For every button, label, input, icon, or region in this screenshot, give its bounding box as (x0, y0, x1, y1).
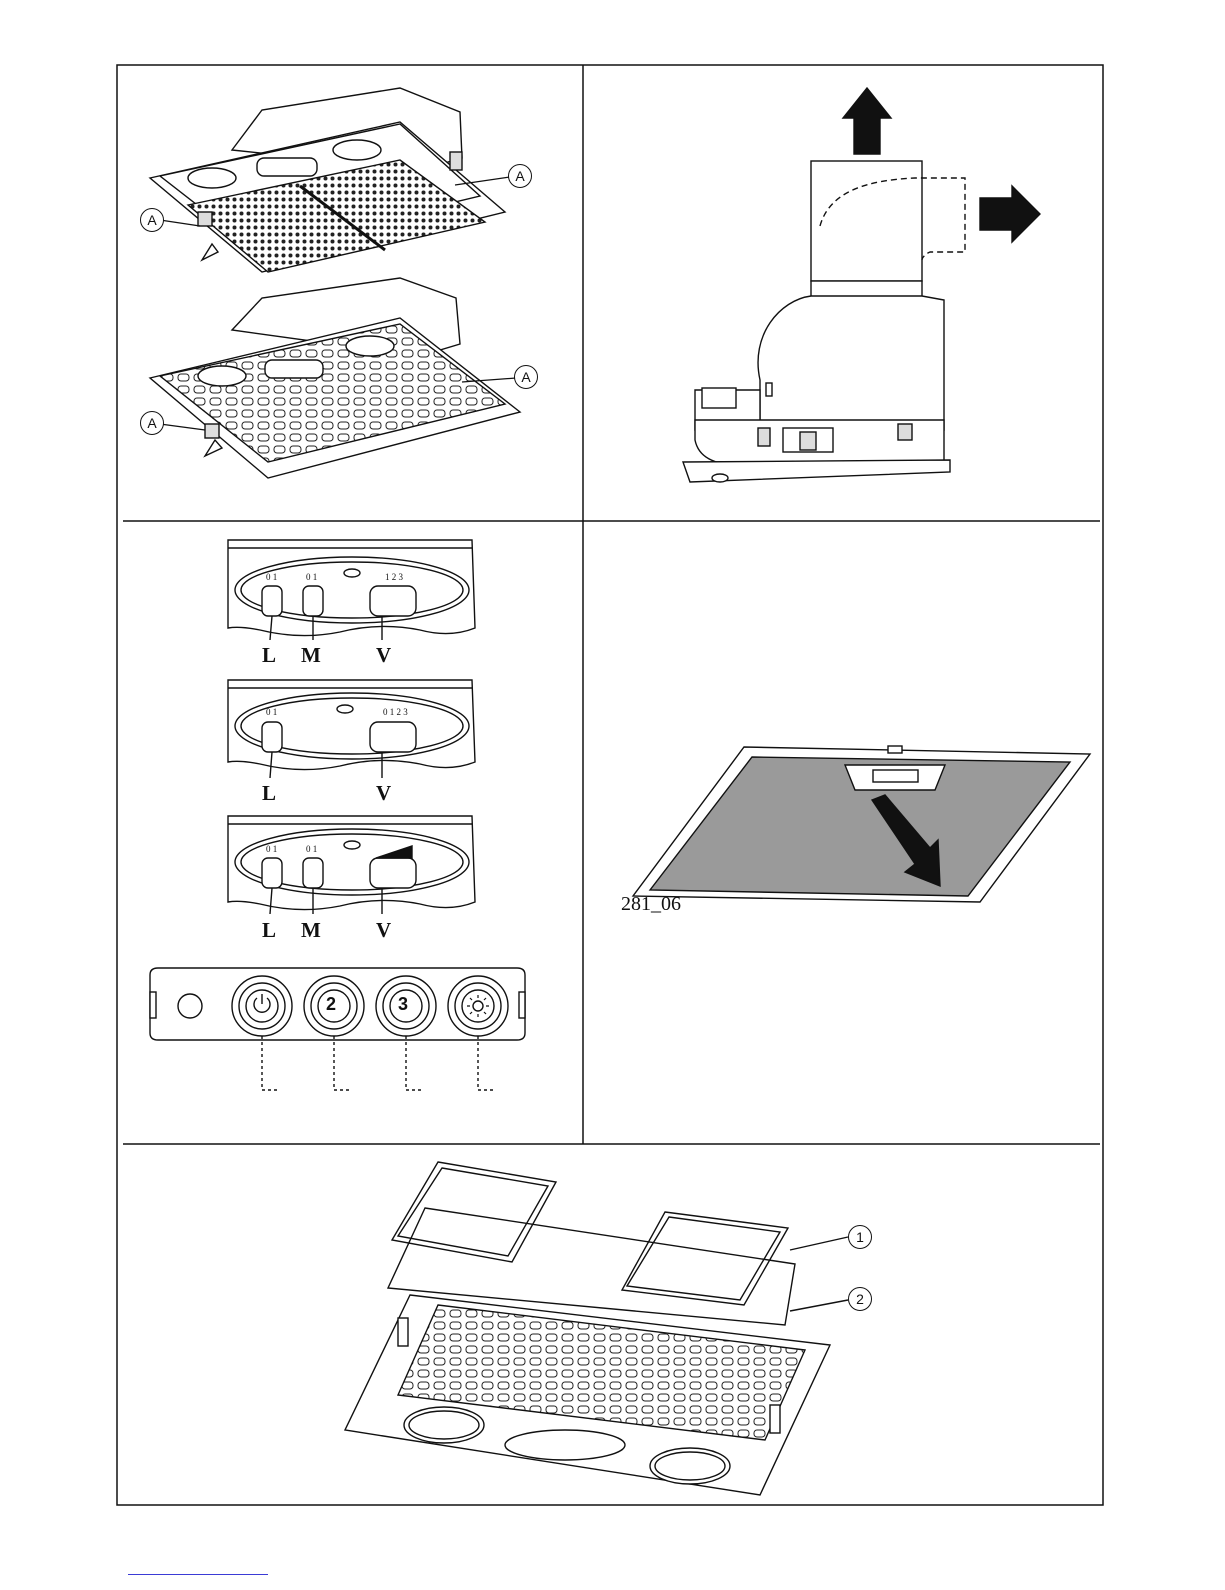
callout-a-upper-right: A (508, 164, 532, 188)
figure-3-button-strip (150, 968, 525, 1090)
panel-2-light-marks: 0 1 (266, 707, 277, 717)
panel-1-motor-marks: 0 1 (306, 572, 317, 582)
panel-3-label-m: M (301, 920, 321, 941)
figure-1-hood-filters (150, 88, 520, 478)
panel-3-motor-marks: 0 1 (306, 844, 317, 854)
panel-1-label-v: V (376, 645, 391, 666)
panel-3-light-marks: 0 1 (266, 844, 277, 854)
panel-2-speed-marks: 0 1 2 3 (383, 707, 408, 717)
callout-2: 2 (848, 1287, 872, 1311)
button-speed-2: 2 (326, 994, 336, 1015)
figure-3-panel-1 (228, 540, 475, 640)
figure-4-reference: 281_06 (621, 893, 681, 916)
callout-a-lower-right: A (514, 365, 538, 389)
panel-3-label-l: L (262, 920, 276, 941)
panel-1-label-m: M (301, 645, 321, 666)
figure-3-panel-3 (228, 816, 475, 914)
panel-1-light-marks: 0 1 (266, 572, 277, 582)
callout-a-lower-left: A (140, 411, 164, 435)
figure-4-filter-removal (633, 746, 1090, 902)
figure-3-panel-2 (228, 680, 475, 778)
footer-link-underline (128, 1574, 268, 1575)
callout-a-upper-left: A (140, 208, 164, 232)
button-speed-3: 3 (398, 994, 408, 1015)
figure-5-carbon-filter (345, 1162, 848, 1495)
figure-2-duct-outlet (683, 88, 1040, 482)
panel-1-label-l: L (262, 645, 276, 666)
panel-2-label-v: V (376, 783, 391, 804)
panel-3-label-v: V (376, 920, 391, 941)
callout-1: 1 (848, 1225, 872, 1249)
panel-1-speed-marks: 1 2 3 (385, 572, 403, 582)
panel-2-label-l: L (262, 783, 276, 804)
